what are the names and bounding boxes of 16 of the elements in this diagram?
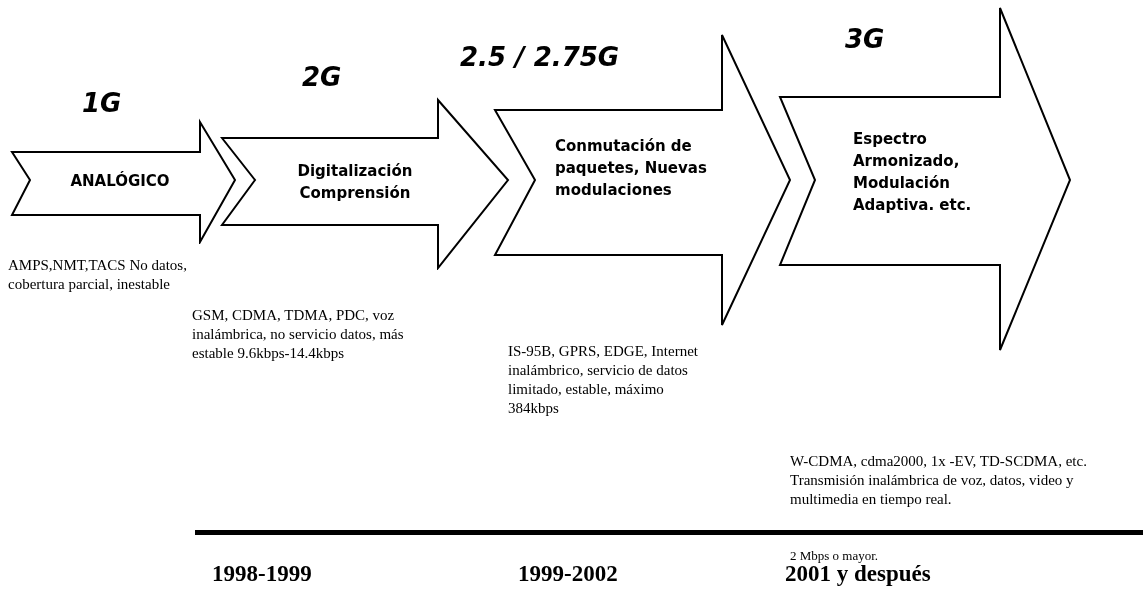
technology-description: 2 Mbps o mayor. [790, 547, 880, 565]
stage-label: Espectro Armonizado, Modulación Adaptiva. etc. [853, 129, 973, 216]
generation-heading: 3G [845, 26, 885, 52]
stage-label: Conmutación de paquetes, Nuevas modulaciones [555, 136, 708, 201]
technology-description: W-CDMA, cdma2000, 1x -EV, TD-SCDMA, etc. Transmisión inalámbrica de voz, datos, video y multimedia en tiempo real. [790, 452, 1088, 509]
technology-description: GSM, CDMA, TDMA, PDC, voz inalámbrica, no servicio datos, más estable 9.6kbps-14.4kbps [192, 306, 405, 363]
technology-description: AMPS,NMT,TACS No datos, cobertura parcial, inestable [8, 256, 188, 294]
generation-heading: 2.5 / 2.75G [460, 44, 620, 70]
generation-heading: 1G [82, 90, 122, 116]
stage-label: ANALÓGICO [69, 170, 171, 192]
year-range: 1999-2002 [518, 562, 618, 585]
stage-label: Digitalización Comprensión [296, 161, 414, 204]
generation-heading: 2G [302, 64, 342, 90]
technology-description: IS-95B, GPRS, EDGE, Internet inalámbrico, servicio de datos limitado, estable, máximo 384kbps [508, 342, 699, 418]
year-range: 1998-1999 [212, 562, 312, 585]
year-range: 2001 y después [785, 562, 931, 585]
